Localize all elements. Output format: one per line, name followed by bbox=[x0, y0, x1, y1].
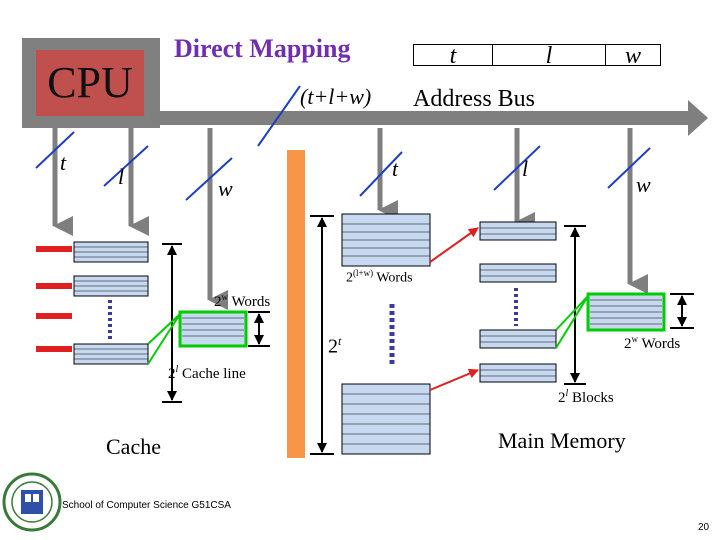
address-field-word: w bbox=[605, 44, 661, 68]
blocks-count-bracket bbox=[564, 225, 586, 385]
block-words-label: 2(l+w) Words bbox=[346, 268, 413, 286]
cache-line-count-bracket bbox=[162, 243, 182, 403]
page-number: 20 bbox=[698, 522, 710, 533]
cpu-frame: CPU bbox=[22, 38, 160, 128]
main-memory-label: Main Memory bbox=[498, 428, 626, 453]
cpu-block: CPU bbox=[36, 50, 144, 116]
bus-width-mark bbox=[257, 85, 301, 147]
address-bus-label: Address Bus bbox=[413, 86, 536, 112]
memory-divider bbox=[287, 150, 305, 458]
cache-lines bbox=[73, 241, 149, 365]
cpu-label: CPU bbox=[47, 58, 133, 107]
main-memory-blocks bbox=[479, 221, 557, 383]
memory-block-group-1 bbox=[341, 213, 431, 267]
cache-line-count-label: 2l Cache line bbox=[168, 364, 246, 382]
memory-block-group-2 bbox=[341, 383, 431, 455]
cache-line-tap-label: l bbox=[118, 164, 125, 189]
cache-word-tap-label: w bbox=[218, 176, 233, 201]
memory-word-zoom bbox=[555, 292, 694, 349]
bus-width-label: (t+l+w) bbox=[300, 84, 372, 109]
mem-word-tap-label: w bbox=[636, 172, 651, 197]
cache-label: Cache bbox=[106, 434, 161, 459]
bus-tap-arrows bbox=[52, 128, 648, 310]
mapping-arrows bbox=[429, 227, 479, 391]
cache-words-label: 2w Words bbox=[214, 292, 271, 310]
tag-count-bracket bbox=[310, 215, 334, 455]
university-logo bbox=[2, 472, 62, 532]
diagram-title: Direct Mapping bbox=[174, 34, 351, 63]
cache-word-zoom bbox=[147, 310, 270, 365]
cache-tag-tap-label: t bbox=[60, 150, 67, 175]
tap-slash-marks bbox=[35, 131, 651, 201]
memory-words-label: 2w Words bbox=[624, 334, 681, 352]
tag-markers bbox=[36, 246, 72, 352]
mem-tag-tap-label: t bbox=[392, 156, 399, 181]
blocks-count-label: 2l Blocks bbox=[558, 388, 614, 406]
footer-school: School of Computer Science G51CSA bbox=[62, 500, 231, 511]
address-bus bbox=[150, 100, 708, 136]
mem-line-tap-label: l bbox=[522, 156, 529, 181]
tag-count-label: 2t bbox=[328, 334, 342, 358]
